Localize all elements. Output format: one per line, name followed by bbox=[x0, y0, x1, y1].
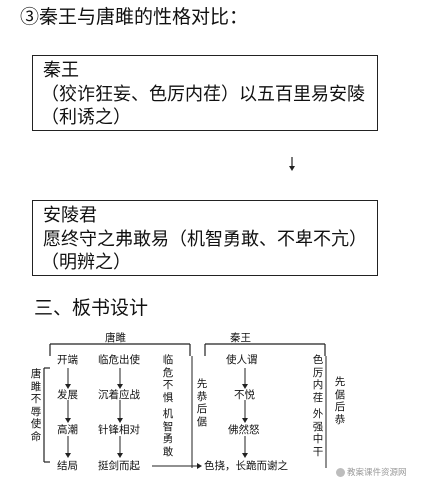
col1-item-1: 开端 bbox=[57, 354, 78, 366]
board-section-title: 三、板书设计 bbox=[34, 297, 149, 319]
col1-item-3: 高潮 bbox=[57, 424, 78, 436]
qin-box-line1: （狡诈狂妄、色厉内荏）以五百里易安陵 bbox=[41, 84, 365, 105]
anling-box-line2: （明辨之） bbox=[41, 252, 131, 273]
board-side-title: 唐雎不辱使命 bbox=[30, 368, 42, 443]
col2-item-3: 针锋相对 bbox=[98, 424, 140, 436]
anling-box-name: 安陵君 bbox=[43, 205, 97, 226]
col6-vertical-1: 色厉内荏 bbox=[312, 354, 324, 404]
watermark-text: 教案课件资源网 bbox=[347, 468, 407, 478]
qin-box-name: 秦王 bbox=[43, 60, 79, 81]
board-header-tangju: 唐雎 bbox=[105, 332, 126, 344]
qin-box: 秦王 （狡诈狂妄、色厉内荏）以五百里易安陵 （利诱之） bbox=[32, 55, 378, 131]
col3-vertical-1: 临危不惧 bbox=[162, 354, 174, 404]
col1-item-4: 结局 bbox=[57, 460, 78, 472]
col6-vertical-2: 外强中干 bbox=[312, 408, 324, 458]
watermark-logo: 教案课件资源网 bbox=[336, 466, 407, 478]
qin-box-line2: （利诱之） bbox=[41, 107, 131, 128]
col2-item-1: 临危出使 bbox=[98, 354, 140, 366]
section3-title: ③秦王与唐雎的性格对比： bbox=[20, 6, 249, 28]
col4-vertical: 先恭后倨 bbox=[196, 378, 208, 428]
col5-item-3: 佛然怒 bbox=[228, 424, 260, 436]
col1-item-2: 发展 bbox=[57, 389, 78, 401]
col5-item-2: 不悦 bbox=[234, 389, 255, 401]
col5-item-4: 色挠，长跪而谢之 bbox=[204, 460, 288, 472]
col7-vertical: 先倨后恭 bbox=[334, 376, 346, 426]
col3-vertical-2: 机智勇敢 bbox=[162, 408, 174, 458]
watermark-icon bbox=[336, 468, 345, 477]
col2-item-2: 沉着应战 bbox=[98, 389, 140, 401]
col2-item-4: 挺剑而起 bbox=[98, 460, 140, 472]
anling-box: 安陵君 愿终守之弗敢易（机智勇敢、不卑不亢） （明辨之） bbox=[32, 200, 378, 276]
col5-item-1: 使人谓 bbox=[226, 354, 258, 366]
board-header-qinwang: 秦王 bbox=[230, 332, 251, 344]
anling-box-line1: 愿终守之弗敢易（机智勇敢、不卑不亢） bbox=[43, 229, 367, 250]
